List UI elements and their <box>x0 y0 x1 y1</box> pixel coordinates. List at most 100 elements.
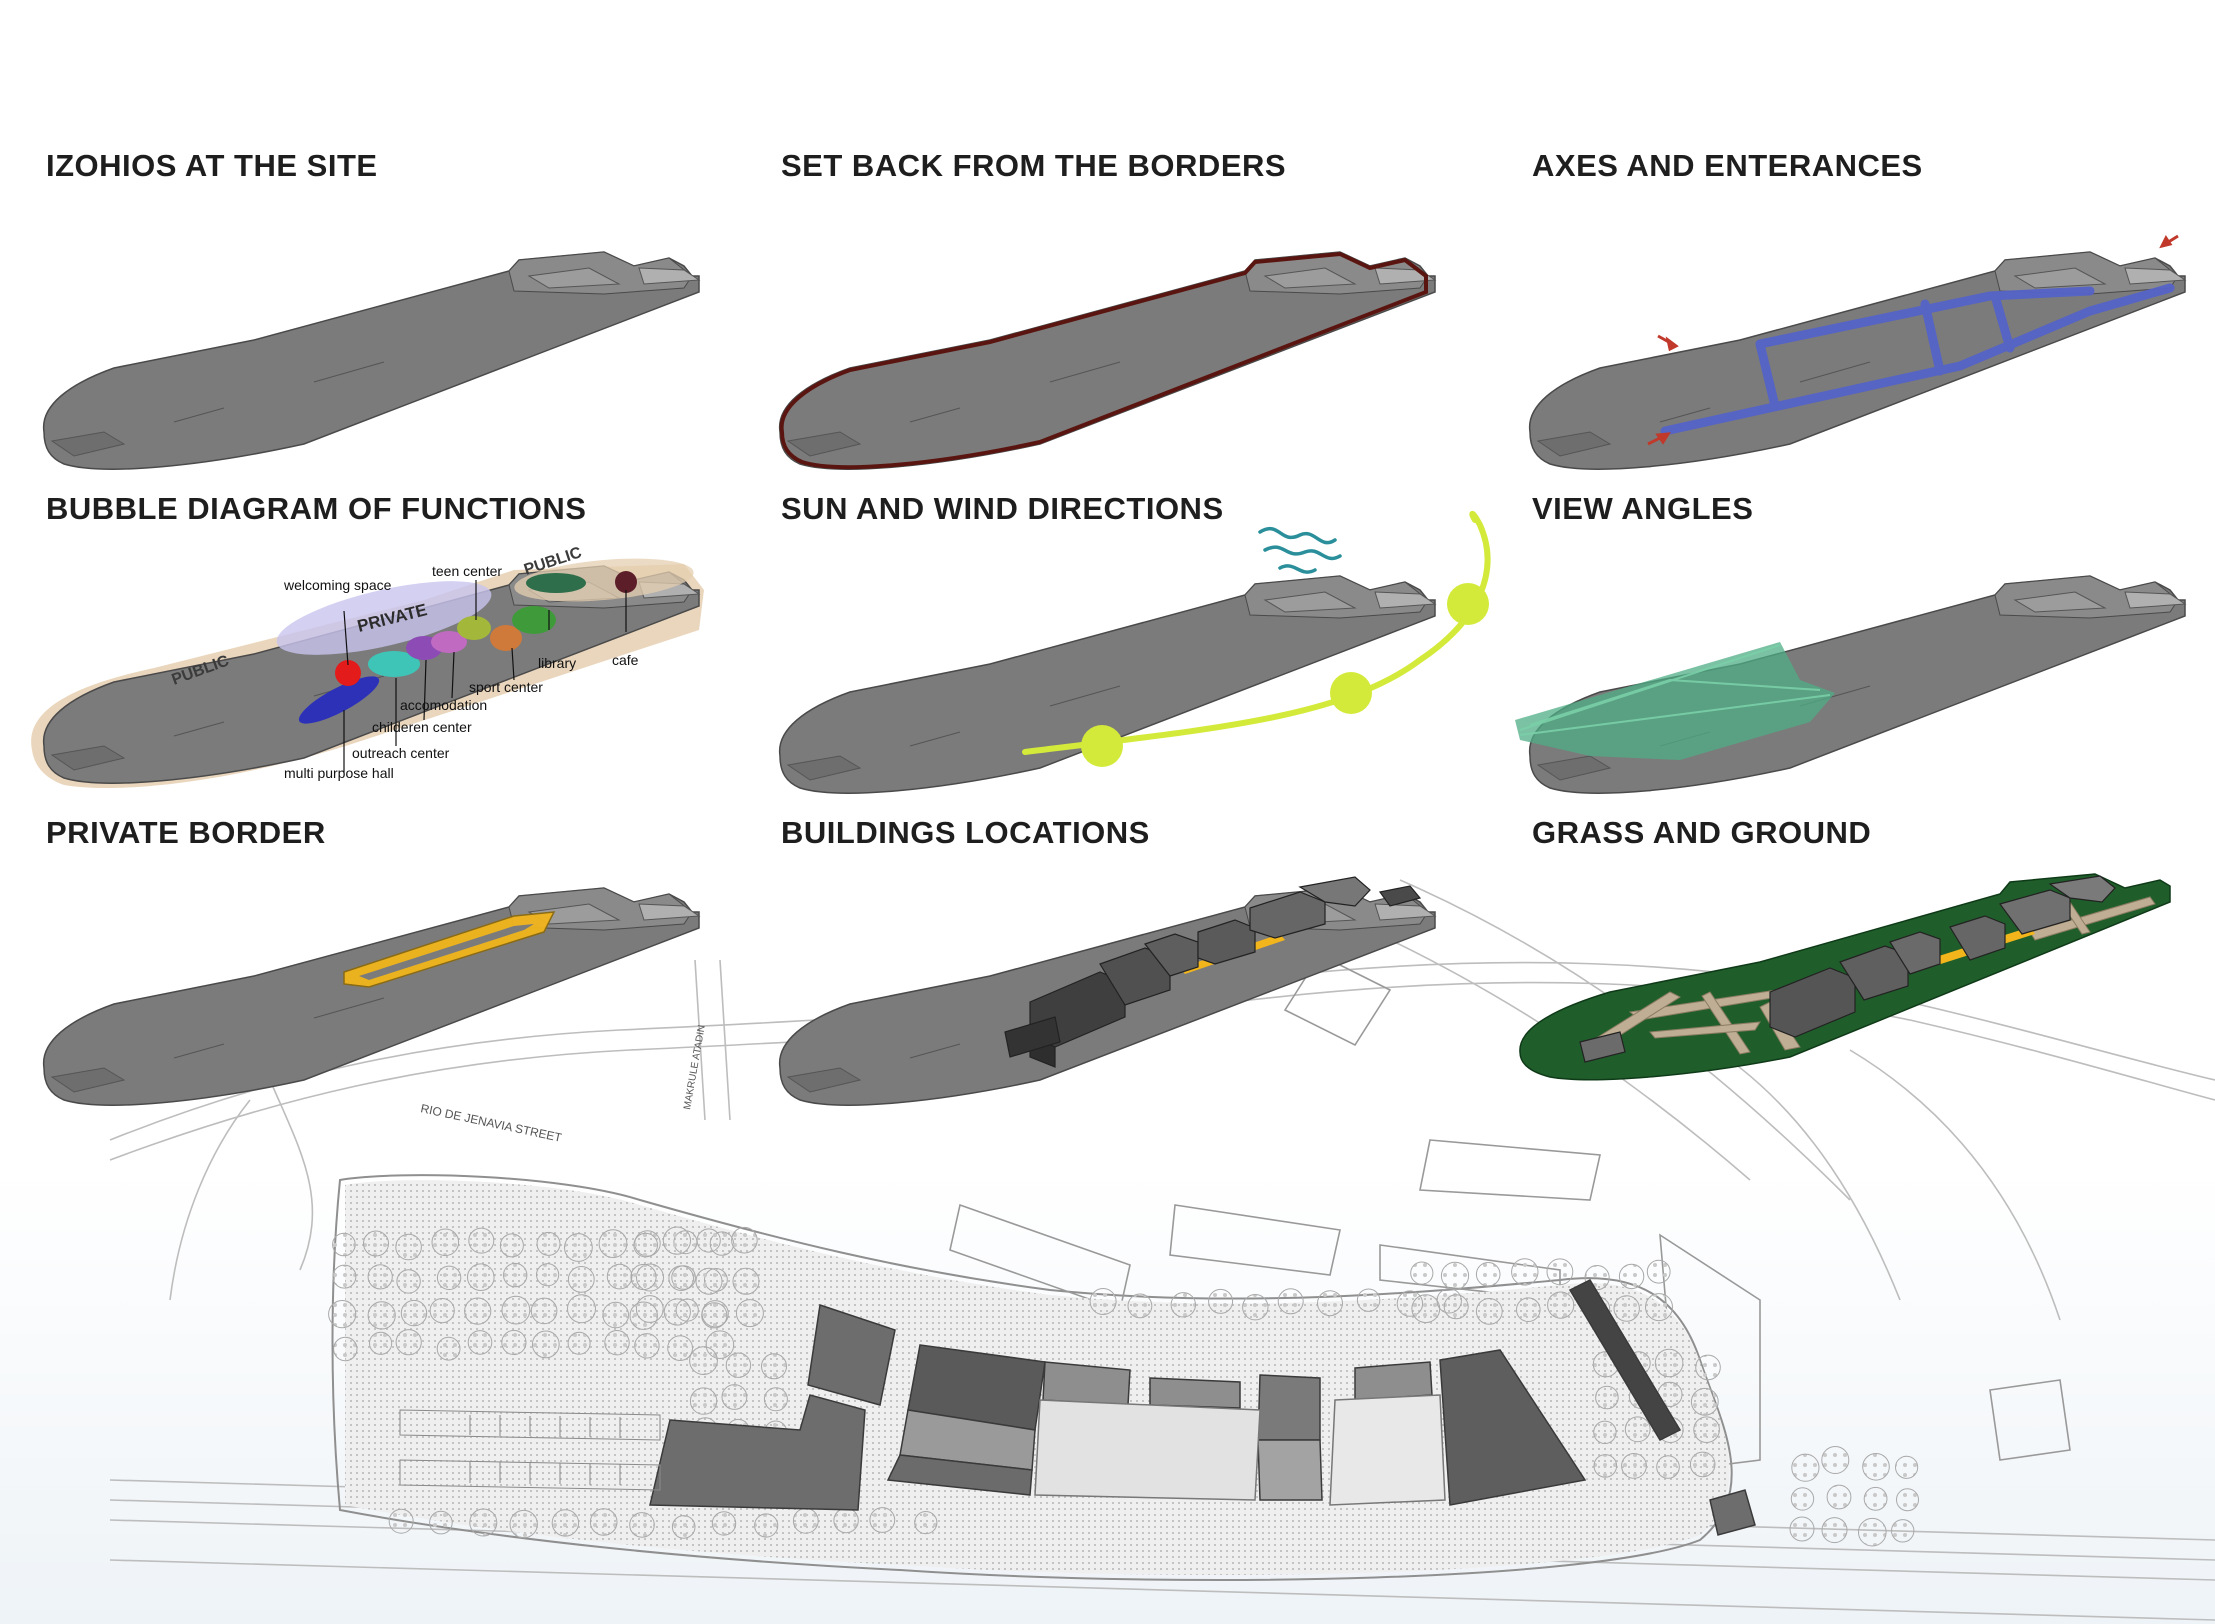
label-childeren-center: childeren center <box>372 719 472 735</box>
label-library: library <box>538 655 576 671</box>
tree-symbol <box>1278 1289 1303 1314</box>
entrance-arrow-east <box>2162 236 2178 246</box>
label-cafe: cafe <box>612 652 639 668</box>
tree-symbol <box>468 1331 492 1355</box>
tree-symbol <box>672 1516 695 1539</box>
tree-symbol <box>764 1388 787 1411</box>
wind-arrows <box>1260 529 1340 572</box>
tree-symbol <box>1441 1262 1468 1289</box>
tree-symbol <box>722 1385 747 1410</box>
tree-symbol <box>469 1228 494 1253</box>
tree-symbol <box>1859 1518 1887 1546</box>
tree-symbol <box>1691 1388 1718 1415</box>
tree-symbol <box>1892 1520 1914 1542</box>
diagram-private-border <box>44 888 699 1105</box>
tree-symbol <box>762 1354 787 1379</box>
tree-symbol <box>726 1353 750 1377</box>
tree-symbol <box>1614 1296 1639 1321</box>
tree-symbol <box>605 1331 629 1355</box>
sun-position-noon <box>1330 672 1372 714</box>
tree-symbol <box>1822 1447 1849 1474</box>
tree-symbol <box>870 1508 895 1533</box>
tree-symbol <box>537 1264 559 1286</box>
tree-symbol <box>568 1267 594 1293</box>
tree-symbol <box>510 1510 537 1537</box>
tree-symbol <box>702 1303 727 1328</box>
tree-symbol <box>599 1230 627 1258</box>
tree-symbol <box>430 1299 454 1323</box>
tree-symbol <box>389 1509 413 1533</box>
tree-symbol <box>437 1266 460 1289</box>
tree-symbol <box>1512 1259 1538 1285</box>
tree-symbol <box>432 1229 459 1256</box>
tree-symbol <box>1863 1454 1890 1481</box>
tree-symbol <box>430 1511 453 1534</box>
tree-symbol <box>370 1332 392 1354</box>
tree-symbol <box>1827 1485 1851 1509</box>
tree-symbol <box>552 1510 578 1536</box>
entrance-arrow-west <box>1658 336 1676 349</box>
tree-symbol <box>630 1302 657 1329</box>
tree-symbol <box>1594 1421 1616 1443</box>
bubble-green-zone <box>526 573 586 593</box>
diagram-sun-wind <box>780 514 1489 793</box>
tree-symbol <box>532 1331 559 1358</box>
tree-symbol <box>733 1268 759 1294</box>
tree-symbol <box>1790 1517 1814 1541</box>
tree-symbol <box>401 1300 426 1325</box>
tree-symbol <box>1209 1289 1233 1313</box>
diagram-view-angles <box>1515 576 2185 793</box>
tree-symbol <box>793 1508 818 1533</box>
label-teen-center: teen center <box>432 563 502 579</box>
tree-symbol <box>690 1388 716 1414</box>
tree-symbol <box>1128 1294 1152 1318</box>
label-accomodation: accomodation <box>400 697 487 713</box>
tree-symbol <box>397 1270 420 1293</box>
bubble-teen-center <box>457 616 491 640</box>
label-outreach-center: outreach center <box>352 745 450 761</box>
diagram-site <box>44 252 699 469</box>
tree-symbol <box>1594 1455 1617 1478</box>
tree-symbol <box>470 1509 497 1536</box>
tree-symbol <box>1647 1260 1670 1283</box>
tree-symbol <box>732 1227 758 1253</box>
tree-symbol <box>755 1514 778 1537</box>
tree-symbol <box>690 1347 718 1375</box>
tree-symbol <box>504 1263 527 1286</box>
tree-symbol <box>697 1229 720 1252</box>
tree-symbol <box>465 1298 491 1324</box>
label-multi-purpose-hall: multi purpose hall <box>284 765 394 781</box>
tree-symbol <box>1619 1264 1643 1288</box>
label-welcoming-space: welcoming space <box>283 577 392 593</box>
tree-symbol <box>635 1334 659 1358</box>
tree-symbol <box>603 1302 629 1328</box>
tree-symbol <box>396 1234 422 1260</box>
tree-symbol <box>1655 1349 1683 1377</box>
tree-symbol <box>634 1233 658 1257</box>
tree-symbol <box>696 1268 722 1294</box>
tree-symbol <box>1412 1295 1440 1323</box>
sun-position-evening <box>1447 583 1489 625</box>
tree-symbol <box>1690 1452 1715 1477</box>
tree-symbol <box>1318 1291 1343 1316</box>
tree-symbol <box>531 1298 557 1324</box>
tree-symbol <box>1646 1294 1673 1321</box>
tree-symbol <box>437 1337 460 1360</box>
street-label-rio: RIO DE JENAVIA STREET <box>419 1101 563 1145</box>
tree-symbol <box>537 1232 560 1255</box>
label-sport-center: sport center <box>469 679 543 695</box>
tree-symbol <box>1622 1454 1647 1479</box>
tree-symbol <box>1792 1454 1819 1481</box>
tree-symbol <box>1357 1289 1379 1311</box>
tree-symbol <box>368 1265 392 1289</box>
tree-symbol <box>565 1234 593 1262</box>
diagram-axes <box>1530 236 2185 469</box>
tree-symbol <box>631 1264 656 1289</box>
tree-symbol <box>568 1295 596 1323</box>
tree-symbol <box>1694 1417 1720 1443</box>
tree-symbol <box>915 1512 937 1534</box>
tree-symbol <box>500 1234 523 1257</box>
sun-position-morning <box>1081 725 1123 767</box>
tree-symbol <box>590 1509 617 1536</box>
